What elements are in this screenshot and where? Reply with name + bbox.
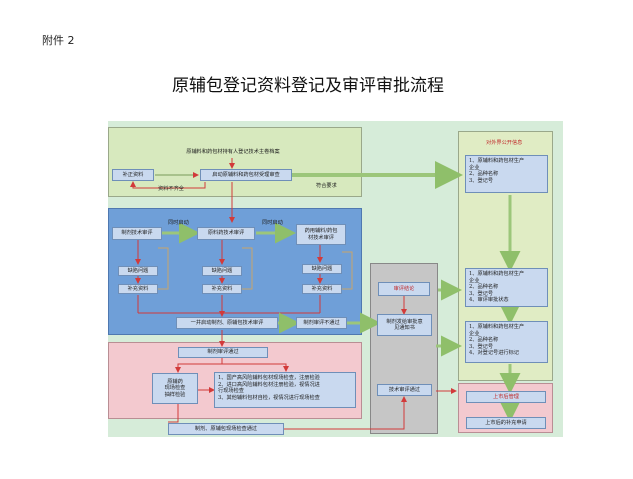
post-market-header: 上市后管理 <box>466 391 546 403</box>
supplement-app-box: 上市后的补充申请 <box>466 417 546 429</box>
supplement-box-2: 补充资料 <box>202 284 242 294</box>
supplement-box-3: 补充资料 <box>302 284 342 294</box>
simultaneous-start-1: 同时启动 <box>168 220 189 226</box>
defect-box-2: 缺陷问题 <box>202 266 242 276</box>
start-acceptance-box: 启动原辅料和药包材受理审查 <box>200 169 292 181</box>
defect-box-3: 缺陷问题 <box>302 264 342 274</box>
public-info-list-2: 1、原辅料和药包材生产 企业 2、品种名称 3、登记号 4、审评审批状态 <box>465 268 548 307</box>
prep-review-fail-box: 制剂审评不通过 <box>296 317 347 329</box>
prep-review-box: 制剂技术审评 <box>112 227 162 240</box>
data-incomplete-label: 资料不齐全 <box>158 186 184 192</box>
meets-requirement-label: 符合要求 <box>316 183 337 189</box>
public-info-list-1: 1、原辅料和药包材生产 企业 2、品种名称 3、登记号 <box>465 155 548 193</box>
final-pass-box: 制剂、原辅包现场检查通过 <box>168 423 284 435</box>
acceptance-section <box>108 127 362 197</box>
public-info-list-3: 1、原辅料和药包材生产 企业 2、品种名称 3、登记号 4、对登记号进行标记 <box>465 321 548 363</box>
inspection-items-box: 1、国产高风险辅料包材现场检查，注册检验 2、进口高风险辅料包材注册检验，视情况… <box>214 372 356 408</box>
defect-box-1: 缺陷问题 <box>118 266 158 276</box>
simultaneous-start-2: 同时启动 <box>262 220 283 226</box>
supplement-data-box: 补正资料 <box>112 169 154 181</box>
page-title: 原辅包登记资料登记及审评审批流程 <box>172 76 444 96</box>
supplement-box-1: 补充资料 <box>118 284 158 294</box>
pack-review-box: 药用辅料/药包 材技术审评 <box>296 224 346 245</box>
conclusion-header: 审评结论 <box>378 282 430 296</box>
excipient-review-box: 原料药技术审评 <box>197 227 255 240</box>
inspection-box: 原辅药 现场检查 抽样检验 <box>152 373 198 404</box>
archive-box: 原辅料和药包材持有人登记技术主卷档案 <box>186 148 280 155</box>
public-info-header: 对外界公开信息 <box>486 140 523 146</box>
review-pass-box: 技术审评通过 <box>377 384 432 396</box>
prep-pass-box: 制剂审评通过 <box>178 347 268 358</box>
approval-notice-box: 制剂发给审批意 见通知书 <box>377 314 432 336</box>
arrow-incomplete-loop <box>130 181 206 189</box>
attachment-label: 附件 2 <box>42 34 75 47</box>
joint-start-box: 一并启动制剂、原辅包技术审评 <box>176 317 278 329</box>
